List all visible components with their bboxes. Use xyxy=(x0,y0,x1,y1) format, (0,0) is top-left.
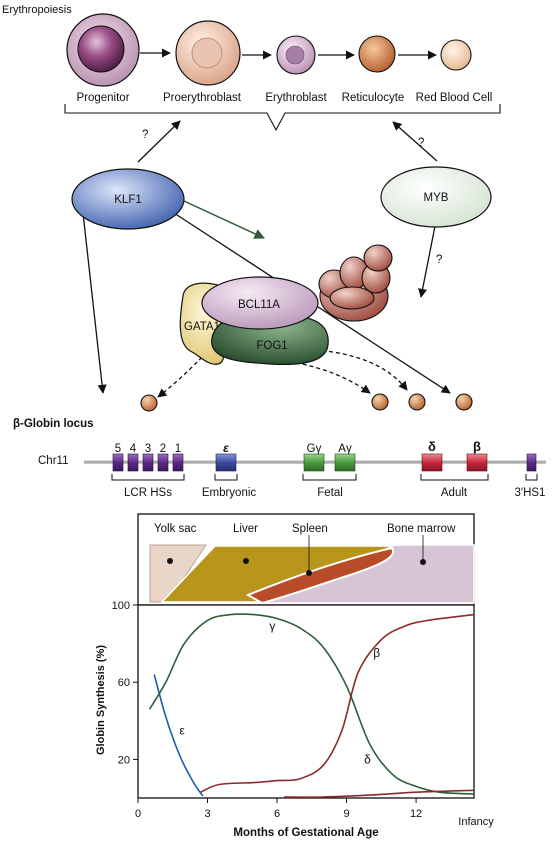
chromosome-label: Chr11 xyxy=(38,455,68,467)
series-label: ε xyxy=(179,723,185,737)
x-axis-label: Months of Gestational Age xyxy=(233,827,378,839)
x-tick-label: 0 xyxy=(135,808,141,820)
cell-label: Red Blood Cell xyxy=(416,92,493,104)
adult-genes: δ β xyxy=(422,439,487,471)
myb-label: MYB xyxy=(424,192,449,204)
nurd-complex xyxy=(319,245,392,321)
myb-protein: MYB xyxy=(381,167,491,227)
gene-group-brackets xyxy=(112,474,537,480)
progenitor-cell xyxy=(67,14,139,86)
hs-number: 5 xyxy=(115,443,121,455)
site-label-spleen: Spleen xyxy=(292,523,328,535)
fog1-label: FOG1 xyxy=(256,340,287,352)
hs-number: 3 xyxy=(145,443,151,455)
unknown-link-marker: ? xyxy=(436,254,442,266)
cell-label: Erythroblast xyxy=(265,92,327,104)
embryonic-gene: ε xyxy=(216,441,236,471)
fetal-genes: Gγ Aγ xyxy=(304,443,355,471)
bcl11a-protein: BCL11A xyxy=(202,277,318,329)
fetal-group-label: Fetal xyxy=(317,487,343,499)
delta-gene-label: δ xyxy=(428,439,436,454)
red-blood-cell xyxy=(441,40,471,70)
plot-area xyxy=(138,605,474,798)
binding-factor-dots xyxy=(141,394,472,411)
hs1-site xyxy=(527,454,536,471)
x-tick-label: 9 xyxy=(343,808,349,820)
site-label-bone-marrow: Bone marrow xyxy=(387,523,456,535)
embryonic-group-label: Embryonic xyxy=(202,487,257,499)
proerythroblast-cell xyxy=(176,21,240,85)
y-axis-label: Globin Synthesis (%) xyxy=(95,645,107,755)
y-tick-label: 100 xyxy=(112,600,130,612)
adult-group-label: Adult xyxy=(441,487,468,499)
site-label-yolk-sac: Yolk sac xyxy=(154,523,197,535)
hs-number: 1 xyxy=(175,443,181,455)
g-gamma-label: Gγ xyxy=(307,443,322,455)
epsilon-gene-label: ε xyxy=(223,441,229,455)
site-label-liver: Liver xyxy=(233,523,258,535)
unknown-link-marker: ? xyxy=(142,129,148,141)
series-label: γ xyxy=(269,619,275,633)
series-label: β xyxy=(373,646,380,660)
stage-brace xyxy=(65,104,500,130)
hs-number: 4 xyxy=(130,443,137,455)
cell-label: Reticulocyte xyxy=(342,92,405,104)
cell-label: Proerythroblast xyxy=(163,92,242,104)
klf1-to-bcl11a-arrow xyxy=(184,201,264,238)
x-tick-label: 12 xyxy=(410,808,422,820)
diagram-title: Erythropoiesis xyxy=(2,4,72,16)
cell-label: Progenitor xyxy=(76,92,129,104)
hs1-group-label: 3′HS1 xyxy=(515,487,546,499)
a-gamma-label: Aγ xyxy=(338,443,352,455)
hs-number: 2 xyxy=(160,443,166,455)
x-tick-label: 3 xyxy=(204,808,210,820)
klf1-label: KLF1 xyxy=(114,194,142,206)
reticulocyte-cell xyxy=(359,36,395,72)
unknown-link-marker: ? xyxy=(418,137,424,149)
x-tick-label: Infancy xyxy=(458,816,494,828)
lcr-group-label: LCR HSs xyxy=(124,487,172,499)
bcl11a-label: BCL11A xyxy=(238,299,280,311)
globin-synthesis-chart: 20 60 100 0 3 6 9 12Infancy ε γ β δ Globin Synthe… xyxy=(95,600,494,839)
y-tick-label: 60 xyxy=(118,677,130,689)
klf1-protein: KLF1 xyxy=(72,169,184,229)
series-label: δ xyxy=(364,752,371,766)
y-axis-ticks: 20 60 100 xyxy=(112,600,138,766)
x-axis-ticks: 0 3 6 9 12Infancy xyxy=(135,798,494,828)
beta-gene-label: β xyxy=(473,439,481,454)
locus-title: β-Globin locus xyxy=(13,418,94,430)
y-tick-label: 20 xyxy=(118,754,130,766)
x-tick-label: 6 xyxy=(274,808,280,820)
erythroblast-cell xyxy=(277,36,315,74)
